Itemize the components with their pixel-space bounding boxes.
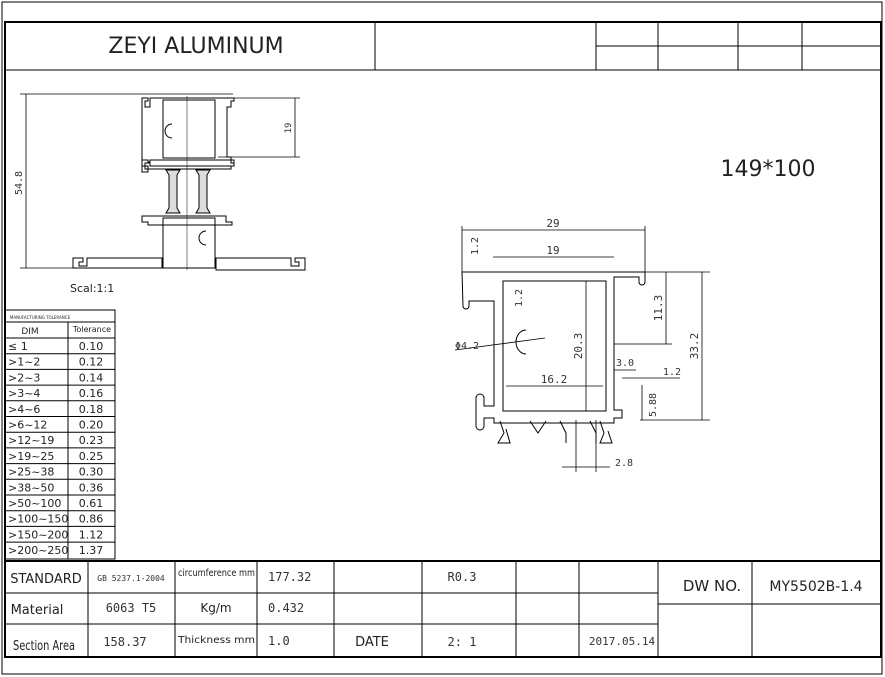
tolerance-value: 0.18 xyxy=(79,403,104,416)
weight-value: 0.432 xyxy=(268,601,304,615)
company-name: ZEYI ALUMINUM xyxy=(108,34,283,59)
dim-lip: 1.2 xyxy=(663,367,681,378)
standard-value: GB 5237.1-2004 xyxy=(97,574,165,583)
dw-no-label: DW NO. xyxy=(683,577,741,595)
dim-lower-height: 5.88 xyxy=(648,393,659,417)
tolerance-dim: >2~3 xyxy=(8,371,40,384)
tolerance-value: 0.36 xyxy=(79,481,104,494)
tolerance-table: MANUFACTURING TOLERANCE DIM Tolerance ≤ … xyxy=(4,309,116,560)
date-value: 2017.05.14 xyxy=(589,635,656,648)
tolerance-value: 0.10 xyxy=(79,340,104,353)
weight-label: Kg/m xyxy=(200,601,231,615)
dim-flange-thickness: 1.2 xyxy=(470,237,481,255)
tolerance-dim: >38~50 xyxy=(8,481,54,494)
tolerance-value: 0.12 xyxy=(79,356,104,369)
tolerance-dim: >100~150 xyxy=(8,513,68,526)
thickness-value: 1.0 xyxy=(268,634,290,648)
circumference-value: 177.32 xyxy=(268,570,311,584)
height-dim: 54.8 xyxy=(14,171,25,195)
dim-inner-width: 16.2 xyxy=(541,373,568,386)
tolerance-value: 1.37 xyxy=(79,544,104,557)
spec-table: STANDARD GB 5237.1-2004 circumference mm… xyxy=(5,560,881,657)
profile-detail-view: 29 19 1.2 1.2 Φ4.2 20.3 16.2 11.3 33.2 3… xyxy=(454,217,710,472)
tolerance-caption: MANUFACTURING TOLERANCE xyxy=(10,315,71,320)
tolerance-value: 0.23 xyxy=(79,434,104,447)
date-label: DATE xyxy=(355,635,389,650)
section-area-value: 158.37 xyxy=(103,635,146,649)
scale-label: Scal:1:1 xyxy=(70,282,114,295)
dw-no-value: MY5502B-1.4 xyxy=(769,579,862,595)
scale-value: 2: 1 xyxy=(448,635,477,649)
tolerance-value: 0.61 xyxy=(79,497,104,510)
dim-width-total: 29 xyxy=(546,217,559,230)
box-dim: 19 xyxy=(284,123,294,134)
assembly-section-view: 54.8 19 Scal:1:1 xyxy=(14,93,306,295)
tolerance-value: 1.12 xyxy=(79,528,104,541)
tolerance-dim: >3~4 xyxy=(8,387,40,400)
tolerance-dim: >19~25 xyxy=(8,450,54,463)
dim-upper-height: 11.3 xyxy=(652,295,665,322)
tolerance-value: 0.14 xyxy=(79,371,104,384)
tolerance-value: 0.86 xyxy=(79,513,104,526)
tolerance-value: 0.30 xyxy=(79,466,104,479)
tolerance-dim: >12~19 xyxy=(8,434,54,447)
tolerance-dim: ≤ 1 xyxy=(8,340,28,353)
header-dim: DIM xyxy=(21,327,38,337)
tolerance-dim: >1~2 xyxy=(8,356,40,369)
tolerance-dim: >200~250 xyxy=(8,544,68,557)
dim-gap-width: 3.0 xyxy=(616,358,634,369)
circumference-label: circumference mm xyxy=(178,568,255,579)
dim-screw-port: Φ4.2 xyxy=(455,341,479,352)
material-value: 6063 T5 xyxy=(106,601,157,615)
dim-inner-height: 20.3 xyxy=(572,333,585,360)
title-block: ZEYI ALUMINUM xyxy=(5,22,881,71)
tolerance-dim: >25~38 xyxy=(8,466,54,479)
profile-size: 149*100 xyxy=(721,157,816,182)
dim-foot-width: 2.8 xyxy=(615,458,633,469)
tolerance-dim: >150~200 xyxy=(8,528,68,541)
tolerance-dim: >4~6 xyxy=(8,403,40,416)
tolerance-dim: >6~12 xyxy=(8,419,47,432)
tolerance-value: 0.16 xyxy=(79,387,104,400)
dim-total-height: 33.2 xyxy=(688,333,701,360)
material-label: Material xyxy=(11,603,64,618)
tolerance-value: 0.20 xyxy=(79,419,104,432)
radius-value: R0.3 xyxy=(448,570,477,584)
thickness-label: Thickness mm xyxy=(177,635,255,646)
tolerance-value: 0.25 xyxy=(79,450,104,463)
header-tolerance: Tolerance xyxy=(72,325,111,334)
section-area-label: Section Area xyxy=(13,639,75,654)
standard-label: STANDARD xyxy=(10,572,82,587)
dim-width-inner: 19 xyxy=(546,244,559,257)
dim-slot-depth: 1.2 xyxy=(514,289,525,307)
tolerance-dim: >50~100 xyxy=(8,497,61,510)
